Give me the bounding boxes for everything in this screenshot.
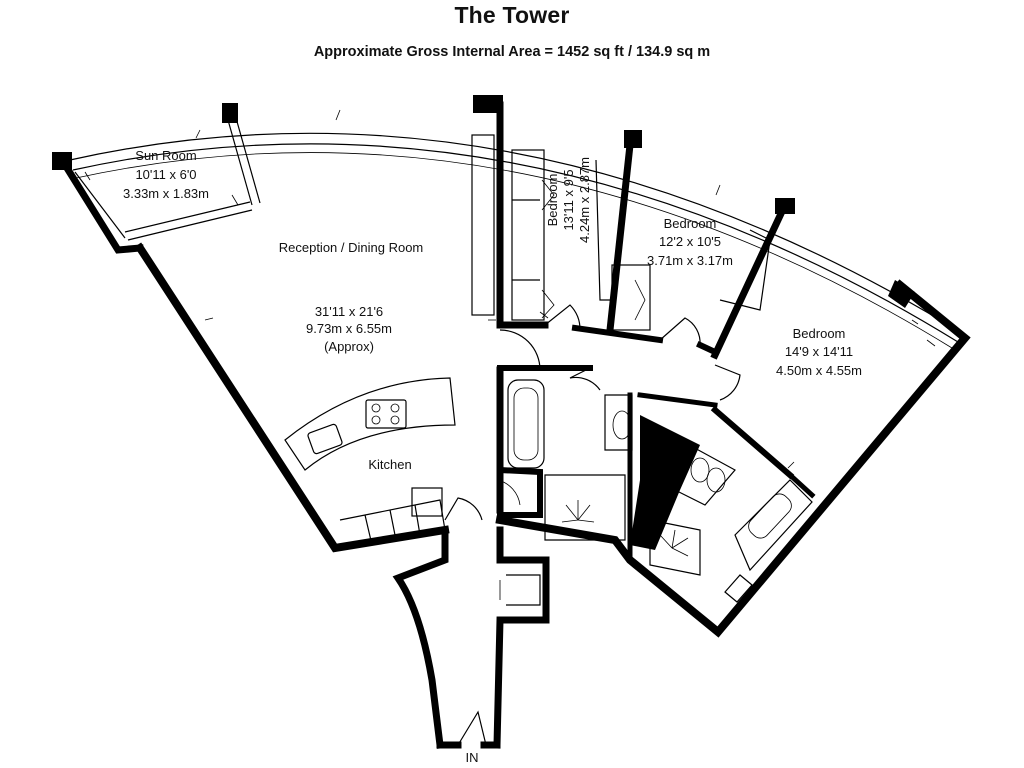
bedroom-1-metric: 4.24m x 2.87m — [577, 157, 592, 243]
plan-title: The Tower — [454, 2, 570, 28]
kitchen-label: Kitchen — [368, 457, 411, 472]
corridor-cupboard — [499, 574, 541, 606]
sun-room-name: Sun Room — [135, 148, 196, 163]
reception-metric: 9.73m x 6.55m — [306, 321, 392, 336]
sun-room-imperial: 10'11 x 6'0 — [135, 167, 196, 182]
sun-room-label: Sun Room 10'11 x 6'0 3.33m x 1.83m — [123, 148, 209, 201]
bedroom-2-name: Bedroom — [664, 216, 717, 231]
plan-subtitle: Approximate Gross Internal Area = 1452 s… — [313, 44, 711, 60]
bedroom-1-imperial: 13'11 x 9'5 — [561, 169, 576, 230]
bedroom-3-label: Bedroom 14'9 x 14'11 4.50m x 4.55m — [776, 326, 862, 378]
dimension-markers — [204, 184, 936, 469]
entrance-label: IN — [466, 750, 479, 765]
bedroom-2-label: Bedroom 12'2 x 10'5 3.71m x 3.17m — [647, 216, 733, 268]
bedroom-3-metric: 4.50m x 4.55m — [776, 363, 862, 378]
outer-walls — [57, 101, 971, 749]
wardrobes — [471, 134, 771, 331]
structural-columns — [52, 95, 915, 550]
sun-room — [74, 109, 341, 241]
bedroom-2-imperial: 12'2 x 10'5 — [659, 234, 721, 249]
reception-name: Reception / Dining Room — [279, 240, 424, 255]
bedroom-3-imperial: 14'9 x 14'11 — [785, 344, 853, 359]
sun-room-metric: 3.33m x 1.83m — [123, 186, 209, 201]
kitchen-fittings — [284, 377, 456, 549]
bathroom-ensuite — [649, 439, 813, 603]
bedroom-1-label: Bedroom 13'11 x 9'5 4.24m x 2.87m — [545, 157, 592, 243]
bathroom-central — [507, 379, 633, 541]
curved-facade — [69, 132, 966, 349]
reception-note: (Approx) — [324, 339, 374, 354]
bedroom-1-name: Bedroom — [545, 174, 560, 227]
reception-imperial: 31'11 x 21'6 — [315, 304, 383, 319]
reception-label: Reception / Dining Room 31'11 x 21'6 9.7… — [279, 240, 424, 354]
bedroom-3-name: Bedroom — [793, 326, 846, 341]
door-swings — [444, 304, 741, 746]
bedroom-2-metric: 3.71m x 3.17m — [647, 253, 733, 268]
